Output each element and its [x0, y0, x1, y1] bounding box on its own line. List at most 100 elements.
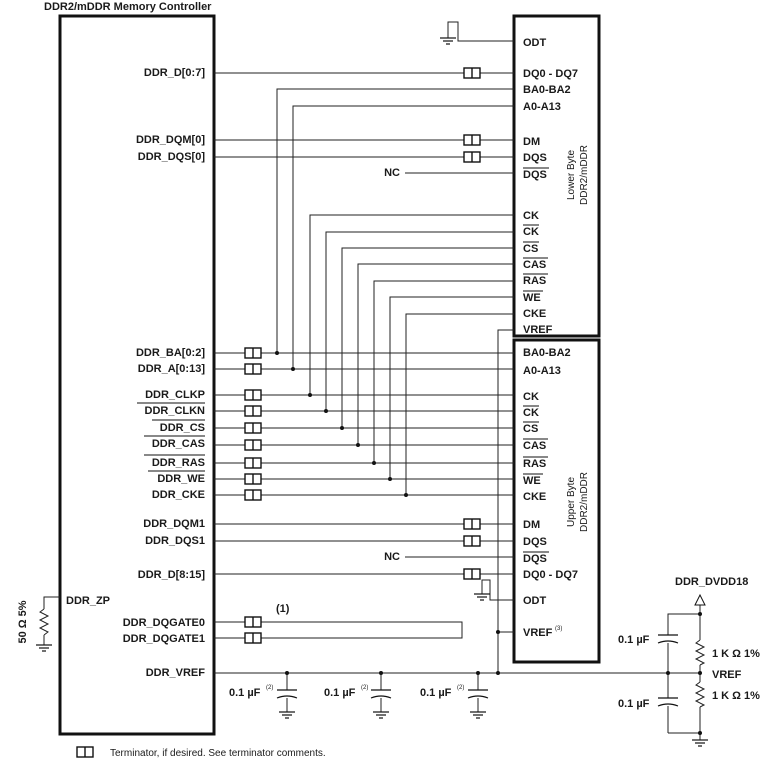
- svg-text:A0-A13: A0-A13: [523, 365, 561, 377]
- upper-chip-title: Upper Byte DDR2/mDDR: [566, 472, 590, 532]
- zp-resistor: [38, 608, 50, 636]
- lower-chip-pins: ODT DQ0 - DQ7 BA0-BA2 A0-A13 DM DQS DQS …: [523, 37, 578, 336]
- controller-signal-labels: DDR_D[0:7] DDR_DQM[0] DDR_DQS[0] DDR_BA[…: [66, 67, 205, 679]
- svg-text:RAS: RAS: [523, 458, 546, 470]
- svg-text:CKE: CKE: [523, 308, 546, 320]
- svg-text:DDR2/mDDR: DDR2/mDDR: [579, 472, 590, 532]
- lower-chip-title: Lower Byte DDR2/mDDR: [566, 145, 590, 205]
- svg-text:CK: CK: [523, 210, 539, 222]
- sig-ddr-ras: DDR_RAS: [152, 457, 205, 469]
- sig-ddr-ba: DDR_BA[0:2]: [136, 347, 205, 359]
- svg-text:CS: CS: [523, 423, 538, 435]
- svg-text:DQ0 - DQ7: DQ0 - DQ7: [523, 68, 578, 80]
- vref-cap-3: [467, 689, 489, 699]
- sig-ddr-dqgate1: DDR_DQGATE1: [123, 633, 205, 645]
- res-top-label: 1 K Ω 1%: [712, 648, 760, 660]
- svg-text:DQS: DQS: [523, 553, 547, 565]
- svg-text:(3): (3): [555, 626, 562, 632]
- svg-text:BA0-BA2: BA0-BA2: [523, 347, 571, 359]
- nc-label-lower: NC: [384, 167, 400, 179]
- svg-text:WE: WE: [523, 292, 541, 304]
- divider-cap-bottom: [657, 697, 679, 707]
- svg-text:DDR2/mDDR: DDR2/mDDR: [579, 145, 590, 205]
- sig-ddr-dqgate0: DDR_DQGATE0: [123, 617, 205, 629]
- divider-cap-top: [657, 634, 679, 644]
- sig-ddr-dqs0: DDR_DQS[0]: [138, 151, 206, 163]
- svg-text:(2): (2): [361, 685, 368, 691]
- svg-text:DQS: DQS: [523, 169, 547, 181]
- svg-text:DQS: DQS: [523, 536, 547, 548]
- vref-bottom-resistor: [694, 681, 706, 708]
- nc-label-upper: NC: [384, 551, 400, 563]
- svg-text:ODT: ODT: [523, 37, 547, 49]
- svg-text:0.1 µF: 0.1 µF: [618, 698, 650, 710]
- svg-text:DM: DM: [523, 136, 540, 148]
- sig-ddr-we: DDR_WE: [157, 473, 205, 485]
- lower-byte-chip: [512, 14, 601, 338]
- sig-ddr-dqm0: DDR_DQM[0]: [136, 134, 205, 146]
- supply-arrow-icon: [694, 593, 706, 606]
- svg-text:CKE: CKE: [523, 491, 546, 503]
- svg-text:Lower Byte: Lower Byte: [566, 150, 577, 200]
- ground-icon: [691, 739, 709, 747]
- svg-text:WE: WE: [523, 475, 541, 487]
- svg-text:DQS: DQS: [523, 152, 547, 164]
- sig-ddr-clkp: DDR_CLKP: [145, 389, 205, 401]
- signal-wires: [43, 21, 701, 740]
- controller-overbars: [137, 402, 205, 472]
- sig-ddr-vref: DDR_VREF: [146, 667, 206, 679]
- svg-text:CK: CK: [523, 407, 539, 419]
- upper-chip-pins: BA0-BA2 A0-A13 CK CK CS CAS RAS WE CKE D…: [523, 347, 578, 639]
- upper-chip-overbars: [523, 405, 549, 553]
- res-bottom-label: 1 K Ω 1%: [712, 690, 760, 702]
- sig-ddr-d-hi: DDR_D[8:15]: [138, 569, 206, 581]
- controller-title: DDR2/mDDR Memory Controller: [44, 1, 212, 13]
- sig-ddr-a: DDR_A[0:13]: [138, 363, 206, 375]
- svg-text:ODT: ODT: [523, 595, 547, 607]
- svg-text:Upper Byte: Upper Byte: [566, 477, 577, 527]
- svg-text:BA0-BA2: BA0-BA2: [523, 84, 571, 96]
- memory-controller-block: [58, 14, 216, 736]
- legend-text: Terminator, if desired. See terminator c…: [110, 748, 326, 759]
- note-1: (1): [276, 603, 290, 615]
- sig-ddr-dqm1: DDR_DQM1: [143, 518, 205, 530]
- supply-label: DDR_DVDD18: [675, 576, 748, 588]
- svg-text:VREF: VREF: [523, 324, 553, 336]
- svg-text:CS: CS: [523, 243, 538, 255]
- sig-ddr-zp: DDR_ZP: [66, 595, 110, 607]
- sig-ddr-cs: DDR_CS: [160, 422, 205, 434]
- svg-text:CK: CK: [523, 391, 539, 403]
- svg-text:RAS: RAS: [523, 275, 546, 287]
- svg-text:0.1 µF: 0.1 µF: [618, 634, 650, 646]
- svg-text:0.1 µF: 0.1 µF: [229, 687, 261, 699]
- zp-resistor-label: 50 Ω 5%: [17, 600, 29, 643]
- svg-text:CAS: CAS: [523, 259, 546, 271]
- vref-node-label: VREF: [712, 669, 742, 681]
- ground-icon: [473, 593, 491, 601]
- sig-ddr-d-lo: DDR_D[0:7]: [144, 67, 205, 79]
- sig-ddr-dqs1: DDR_DQS1: [145, 535, 205, 547]
- lower-chip-overbars: [523, 167, 549, 292]
- svg-text:(2): (2): [457, 685, 464, 691]
- ground-icon: [35, 644, 53, 652]
- sig-ddr-cas: DDR_CAS: [152, 438, 205, 450]
- sig-ddr-cke: DDR_CKE: [152, 489, 205, 501]
- ground-icon: [278, 711, 296, 719]
- vref-cap-1: [276, 689, 298, 699]
- svg-text:50 Ω 5%: 50 Ω 5%: [17, 600, 29, 643]
- sig-ddr-clkn: DDR_CLKN: [145, 405, 206, 417]
- vref-cap-2: [370, 689, 392, 699]
- vref-top-resistor: [694, 639, 706, 666]
- svg-text:0.1 µF: 0.1 µF: [420, 687, 452, 699]
- svg-text:DQ0 - DQ7: DQ0 - DQ7: [523, 569, 578, 581]
- svg-text:0.1 µF: 0.1 µF: [324, 687, 356, 699]
- upper-byte-chip: [512, 338, 601, 664]
- svg-text:CAS: CAS: [523, 440, 546, 452]
- svg-text:VREF: VREF: [523, 627, 553, 639]
- ground-icon: [439, 37, 457, 45]
- svg-text:DM: DM: [523, 519, 540, 531]
- svg-text:A0-A13: A0-A13: [523, 101, 561, 113]
- ground-icon: [469, 711, 487, 719]
- svg-text:CK: CK: [523, 226, 539, 238]
